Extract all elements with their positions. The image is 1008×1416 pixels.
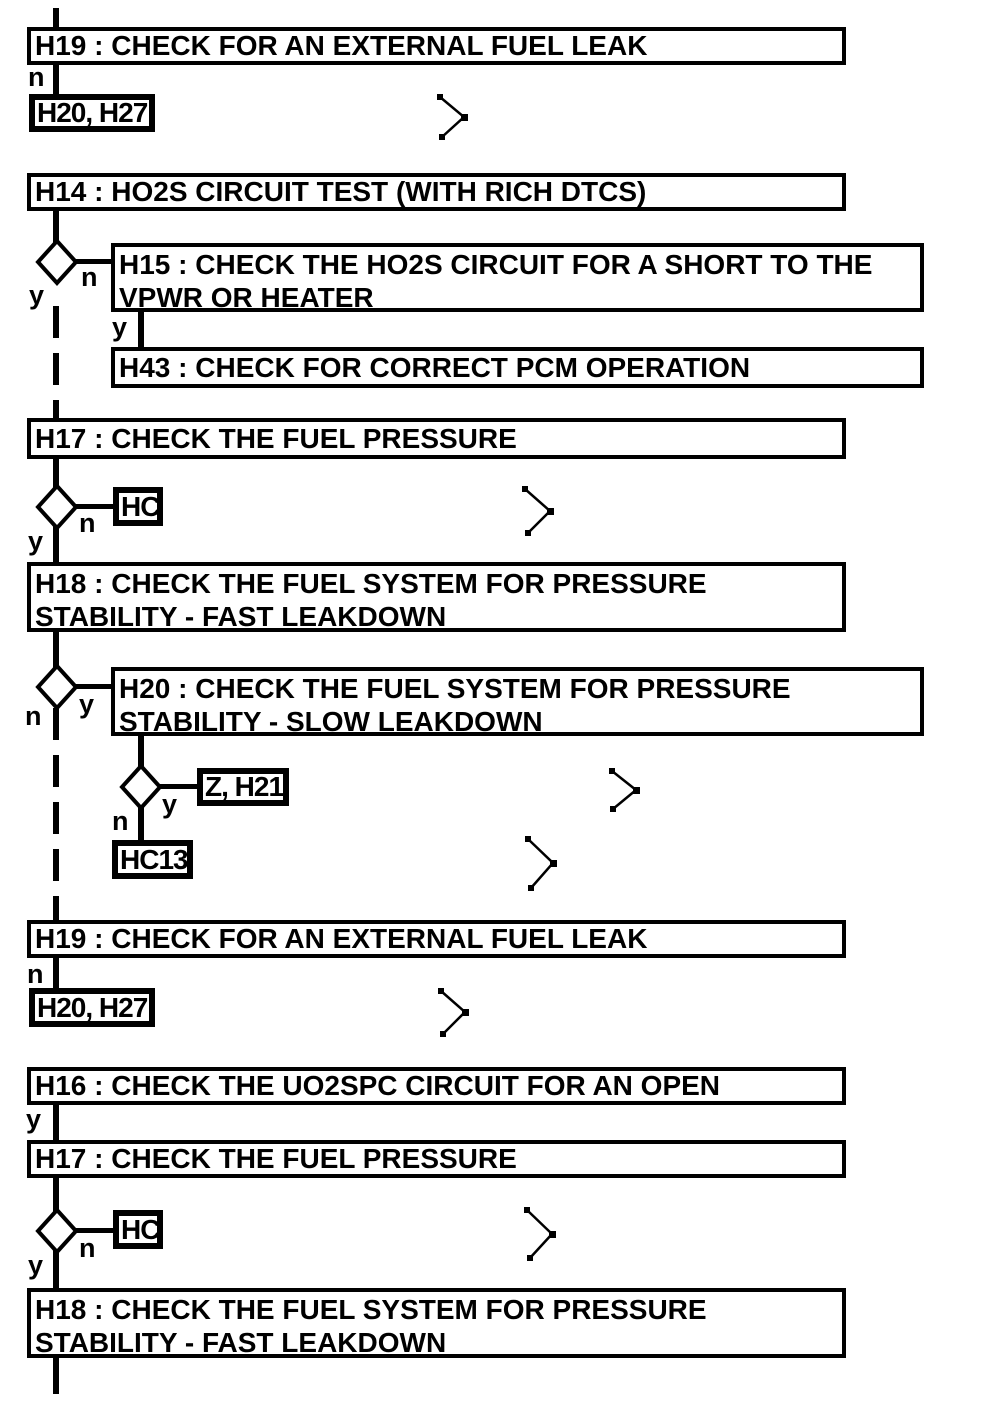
flow-box-h19-2: H19 : CHECK FOR AN EXTERNAL FUEL LEAK [27, 920, 846, 958]
flow-box-h19-1: H19 : CHECK FOR AN EXTERNAL FUEL LEAK [27, 27, 846, 65]
continue-chevron-icon-1 [437, 94, 468, 140]
connector-diamond2-to-h18a [53, 525, 59, 564]
connector-h17a-to-diamond2 [53, 457, 59, 490]
flow-box-h18-2: H18 : CHECK THE FUEL SYSTEM FOR PRESSURE… [27, 1288, 846, 1358]
connector-h15-to-h43 [138, 310, 144, 349]
connector-diamond4-to-zh21 [158, 784, 199, 789]
flow-box-z-h21: Z, H21 [197, 768, 289, 806]
flow-box-h18-1: H18 : CHECK THE FUEL SYSTEM FOR PRESSURE… [27, 562, 846, 632]
connector-h19a-to-h20h27a [53, 62, 59, 96]
branch-label-yes-d3: y [79, 689, 95, 719]
branch-label-no-h19-2: n [27, 959, 44, 989]
flow-box-h17-1: H17 : CHECK THE FUEL PRESSURE [27, 418, 846, 459]
continue-chevron-icon-2 [522, 486, 554, 536]
connector-h19b-to-h20h27b [53, 956, 59, 990]
branch-label-yes-d5: y [28, 1250, 44, 1280]
flow-box-hc-2: HC [113, 1210, 163, 1249]
branch-label-no-d5: n [79, 1233, 96, 1263]
connector-h17b-to-diamond5 [53, 1176, 59, 1215]
flow-box-h20-h27-1: H20, H27 [29, 94, 155, 132]
continue-chevron-icon-4 [525, 836, 557, 891]
branch-label-no-d1: n [81, 262, 98, 292]
flow-box-hc13: HC13 [112, 840, 193, 879]
branch-label-yes-h16: y [26, 1104, 42, 1134]
connector-diamond5-to-h18b [53, 1248, 59, 1290]
decision-diamond-h14 [35, 238, 79, 286]
connector-h20-to-diamond4 [138, 733, 144, 771]
flow-box-h15: H15 : CHECK THE HO2S CIRCUIT FOR A SHORT… [111, 243, 924, 313]
connector-h16-to-h17b [53, 1103, 59, 1142]
connector-top-stub [53, 8, 59, 29]
continue-chevron-icon-5 [438, 988, 469, 1037]
connector-diamond2-to-hca [74, 504, 115, 509]
connector-diamond3-to-h20 [74, 684, 113, 689]
connector-h18a-to-diamond3 [53, 630, 59, 671]
connector-diamond4-to-hc13 [138, 804, 144, 842]
branch-label-yes-h15: y [112, 312, 128, 342]
flow-box-h20-h27-2: H20, H27 [29, 988, 155, 1027]
decision-diamond-h17a [35, 483, 79, 531]
branch-label-no-d4: n [112, 806, 129, 836]
flow-box-h16: H16 : CHECK THE UO2SPC CIRCUIT FOR AN OP… [27, 1067, 846, 1105]
continue-chevron-icon-3 [609, 768, 640, 812]
continue-chevron-icon-6 [524, 1207, 556, 1261]
decision-diamond-h17b [35, 1207, 79, 1255]
connector-bottom-stub [53, 1356, 59, 1394]
decision-diamond-h18a [35, 663, 79, 711]
connector-diamond1-to-h15 [74, 259, 113, 264]
flow-box-h14: H14 : HO2S CIRCUIT TEST (WITH RICH DTCS) [27, 173, 846, 211]
branch-label-no-h19-1: n [28, 62, 45, 92]
connector-h14-to-diamond1 [53, 209, 59, 247]
branch-label-yes-d4: y [162, 789, 178, 819]
connector-diamond5-to-hcb [74, 1228, 115, 1233]
branch-label-no-d3: n [25, 701, 42, 731]
branch-label-yes-d1: y [29, 280, 45, 310]
branch-label-no-d2: n [79, 508, 96, 538]
flow-box-h43: H43 : CHECK FOR CORRECT PCM OPERATION [111, 347, 924, 388]
flow-box-hc-1: HC [113, 487, 163, 526]
branch-label-yes-d2: y [28, 526, 44, 556]
flow-box-h20-slow: H20 : CHECK THE FUEL SYSTEM FOR PRESSURE… [111, 667, 924, 737]
flow-box-h17-2: H17 : CHECK THE FUEL PRESSURE [27, 1140, 846, 1178]
decision-diamond-h20 [119, 763, 163, 811]
